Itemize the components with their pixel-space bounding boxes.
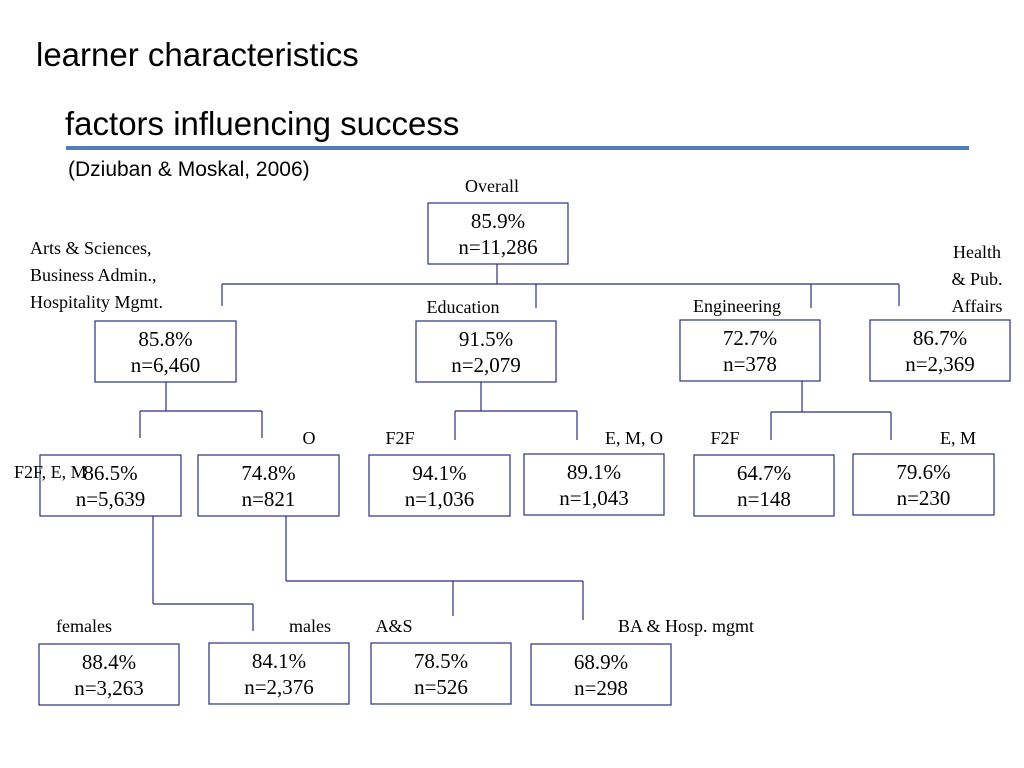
node-label: F2F, E, M	[14, 462, 87, 482]
node-box	[208, 642, 350, 705]
tree-node-education: 91.5%n=2,079 Education	[415, 297, 557, 383]
node-box	[530, 643, 672, 706]
node-percentage: 74.8%	[241, 461, 295, 485]
node-percentage: 91.5%	[459, 327, 513, 351]
node-percentage: 88.4%	[82, 650, 136, 674]
node-box	[523, 453, 665, 516]
node-count: n=1,043	[559, 486, 629, 510]
node-label: females	[56, 616, 112, 636]
tree-node-health: 86.7%n=2,369 Health & Pub. Affairs	[869, 242, 1011, 382]
node-percentage: 68.9%	[574, 650, 628, 674]
slide-subtitle: factors influencing success	[65, 105, 460, 142]
node-percentage: 85.8%	[138, 327, 192, 351]
node-box	[94, 320, 237, 383]
title-rule	[66, 146, 969, 150]
node-box	[693, 454, 835, 517]
node-percentage: 64.7%	[737, 461, 791, 485]
tree-node-eng_f2f: 64.7%n=148 F2F	[693, 428, 835, 517]
tree-node-females: 88.4%n=3,263 females	[38, 616, 180, 706]
node-count: n=821	[242, 487, 296, 511]
tree-node-edu_f2f: 94.1%n=1,036 F2F	[368, 428, 511, 517]
node-label: Engineering	[693, 296, 781, 316]
tree-node-overall: 85.9%n=11,286 Overall	[427, 176, 569, 265]
node-count: n=2,369	[905, 352, 975, 376]
node-label: Health	[953, 242, 1001, 262]
tree-node-o_as: 78.5%n=526 A&S	[370, 616, 512, 705]
node-count: n=148	[737, 487, 791, 511]
node-count: n=2,079	[451, 353, 521, 377]
node-label: Arts & Sciences,	[30, 238, 151, 258]
node-label: Affairs	[952, 296, 1003, 316]
node-label: Overall	[465, 176, 519, 196]
node-box	[197, 454, 340, 517]
tree-node-asbah_o: 74.8%n=821 O	[197, 428, 340, 517]
node-count: n=230	[897, 486, 951, 510]
node-label: & Pub.	[951, 269, 1002, 289]
node-percentage: 78.5%	[414, 649, 468, 673]
node-label: F2F	[710, 428, 739, 448]
node-box	[370, 642, 512, 705]
tree-node-engineering: 72.7%n=378 Engineering	[679, 296, 821, 382]
node-label: E, M	[940, 428, 976, 448]
node-count: n=526	[414, 675, 468, 699]
node-label: Hospitality Mgmt.	[30, 292, 163, 312]
node-percentage: 72.7%	[723, 326, 777, 350]
tree-node-eng_em: 79.6%n=230 E, M	[852, 428, 995, 516]
node-count: n=3,263	[74, 676, 144, 700]
node-box	[415, 320, 557, 383]
node-box	[39, 454, 182, 517]
node-percentage: 79.6%	[896, 460, 950, 484]
node-box	[427, 202, 569, 265]
tree-node-asbah: 85.8%n=6,460 Arts & Sciences, Business Adm…	[30, 238, 237, 383]
node-box	[38, 643, 180, 706]
node-count: n=298	[574, 676, 628, 700]
tree-node-asbah_f2fem: 86.5%n=5,639 F2F, E, M	[14, 454, 182, 517]
tree-node-males: 84.1%n=2,376 males	[208, 616, 350, 705]
node-count: n=5,639	[76, 487, 146, 511]
node-label: males	[289, 616, 331, 636]
node-count: n=1,036	[405, 487, 475, 511]
node-count: n=6,460	[131, 353, 201, 377]
node-percentage: 89.1%	[567, 460, 621, 484]
node-percentage: 86.5%	[83, 461, 137, 485]
node-box	[679, 319, 821, 382]
tree-node-edu_emo: 89.1%n=1,043 E, M, O	[523, 428, 665, 516]
node-percentage: 84.1%	[252, 649, 306, 673]
node-label: BA & Hosp. mgmt	[618, 616, 754, 636]
node-label: O	[303, 428, 316, 448]
node-label: F2F	[385, 428, 414, 448]
node-count: n=2,376	[244, 675, 314, 699]
node-label: E, M, O	[605, 428, 663, 448]
node-percentage: 86.7%	[913, 326, 967, 350]
node-label: A&S	[375, 616, 412, 636]
node-percentage: 85.9%	[471, 209, 525, 233]
slide-title: learner characteristics	[36, 36, 359, 73]
node-box	[368, 454, 511, 517]
node-count: n=378	[723, 352, 777, 376]
citation: (Dziuban & Moskal, 2006)	[68, 158, 310, 181]
node-label: Business Admin.,	[30, 265, 157, 285]
node-percentage: 94.1%	[412, 461, 466, 485]
node-label: Education	[427, 297, 500, 317]
node-box	[869, 319, 1011, 382]
tree-node-o_bah: 68.9%n=298 BA & Hosp. mgmt	[530, 616, 754, 706]
node-box	[852, 453, 995, 516]
node-count: n=11,286	[458, 235, 537, 259]
